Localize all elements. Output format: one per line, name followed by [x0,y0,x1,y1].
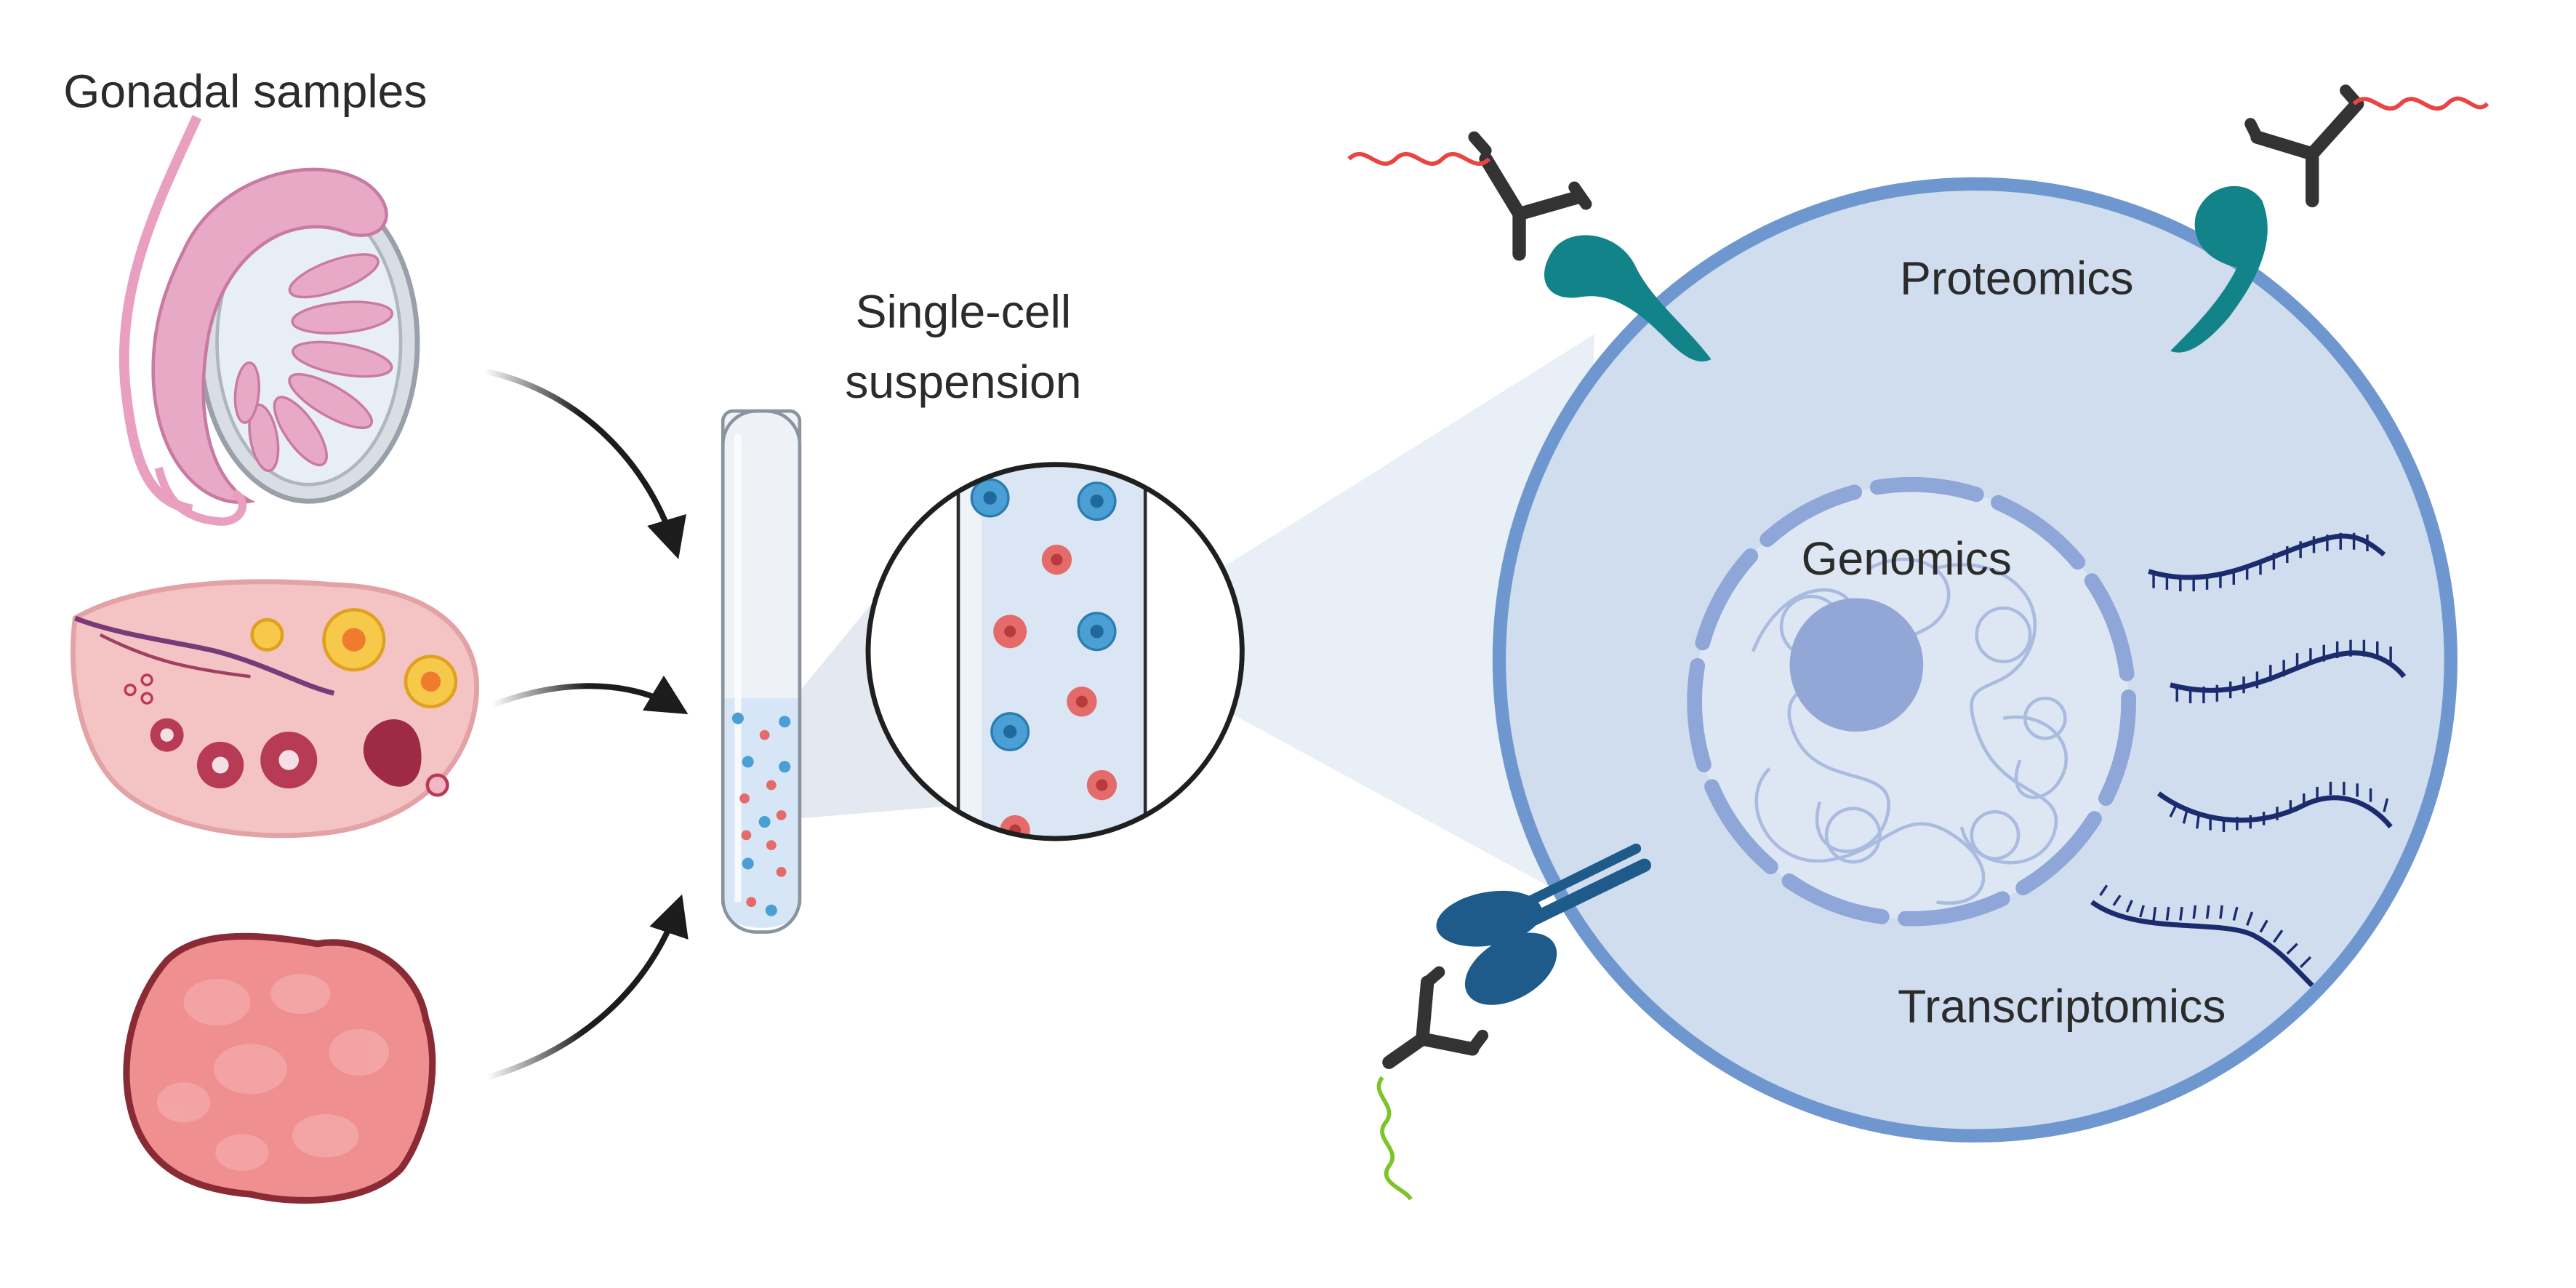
proteomics-label: Proteomics [1900,252,2134,304]
antibody-top-right [2244,84,2364,208]
zoom-circle [865,462,1245,841]
antibody-top-left [1468,131,1592,261]
mrna-strand-4 [2090,884,2314,988]
gonadal-samples-title: Gonadal samples [63,65,427,117]
receptor-top-left [1544,235,1712,362]
mrna-strand-2 [2170,639,2407,704]
mrna-strands [2090,532,2407,988]
big-cell [1492,177,2457,1143]
tube-cells [731,712,791,916]
green-oligo-bottom-left [1376,1076,1413,1201]
genomics-label: Genomics [1802,532,2012,585]
test-tube-icon [721,409,802,934]
single-cell-label-line1: Single-cell [856,285,1072,337]
arrow-bottom [486,894,689,1081]
nucleolus [1789,598,1924,732]
mrna-strand-1 [2148,532,2386,592]
arrow-middle [491,675,689,715]
receptor-top-right [2170,185,2268,353]
mrna-strand-3 [2156,781,2393,832]
receptor-bottom-left [1436,843,1651,1005]
red-oligo-top-left [1347,152,1491,166]
sample-arrows [483,368,689,1081]
arrow-top [483,368,686,559]
antibody-bottom-left [1382,966,1489,1069]
cell-zoom-beam [1102,334,1594,903]
tissue-lump-icon [123,932,436,1204]
testis-icon [119,115,420,526]
ovary-icon [70,579,480,839]
chromatin [1751,557,2068,905]
single-cell-label-line2: suspension [845,356,1081,408]
red-oligo-top-right [2352,96,2489,111]
transcriptomics-label: Transcriptomics [1898,980,2226,1033]
